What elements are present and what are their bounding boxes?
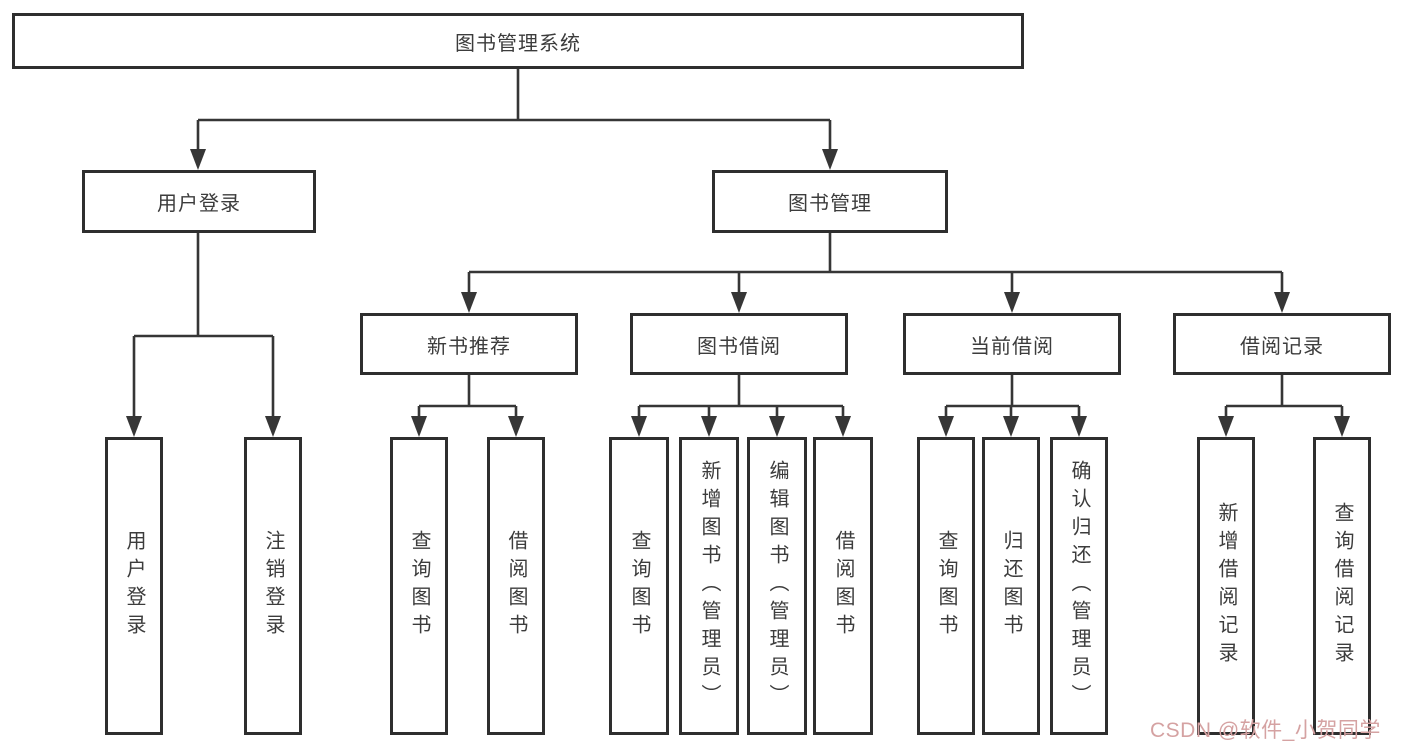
node-label: 借阅图书: [505, 530, 527, 642]
leaf-current-confirm-return-admin: 确认归还（管理员）: [1050, 437, 1108, 735]
node-label: 查询图书: [935, 530, 957, 642]
leaf-logout: 注销登录: [244, 437, 302, 735]
node-label: 查询图书: [408, 530, 430, 642]
node-label: 新增图书（管理员）: [698, 460, 720, 712]
leaf-borrow-edit-books-admin: 编辑图书（管理员）: [747, 437, 807, 735]
node-label: 归还图书: [1000, 530, 1022, 642]
node-label: 查询借阅记录: [1331, 502, 1353, 670]
node-label: 图书借阅: [697, 335, 781, 358]
node-label: 用户登录: [123, 530, 145, 642]
csdn-watermark: CSDN @软件_小贺同学: [1150, 719, 1381, 742]
leaf-records-query-record: 查询借阅记录: [1313, 437, 1371, 735]
node-label: 用户登录: [157, 193, 241, 215]
node-root-library-system: 图书管理系统: [12, 13, 1024, 69]
node-label: 编辑图书（管理员）: [766, 460, 788, 712]
arrowheads: [126, 149, 1350, 437]
leaf-records-add-record: 新增借阅记录: [1197, 437, 1255, 735]
leaf-current-return-books: 归还图书: [982, 437, 1040, 735]
leaf-recommend-query-books: 查询图书: [390, 437, 448, 735]
node-label: 注销登录: [262, 530, 284, 642]
node-label: 查询图书: [628, 530, 650, 642]
node-borrow-records: 借阅记录: [1173, 313, 1391, 375]
node-label: 图书管理: [788, 193, 872, 215]
node-label: 借阅记录: [1240, 335, 1324, 358]
node-current-borrow: 当前借阅: [903, 313, 1121, 375]
node-book-borrow: 图书借阅: [630, 313, 848, 375]
node-new-book-recommend: 新书推荐: [360, 313, 578, 375]
leaf-current-query-books: 查询图书: [917, 437, 975, 735]
node-label: 确认归还（管理员）: [1068, 460, 1090, 712]
leaf-borrow-add-books-admin: 新增图书（管理员）: [679, 437, 739, 735]
leaf-recommend-borrow-books: 借阅图书: [487, 437, 545, 735]
leaf-user-login: 用户登录: [105, 437, 163, 735]
node-label: 借阅图书: [832, 530, 854, 642]
node-label: 新书推荐: [427, 335, 511, 358]
leaf-borrow-query-books: 查询图书: [609, 437, 669, 735]
node-label: 当前借阅: [970, 335, 1054, 358]
node-label: 新增借阅记录: [1215, 502, 1237, 670]
node-label: 图书管理系统: [455, 32, 581, 55]
leaf-borrow-borrow-books: 借阅图书: [813, 437, 873, 735]
node-book-management: 图书管理: [712, 170, 948, 233]
node-user-login: 用户登录: [82, 170, 316, 233]
